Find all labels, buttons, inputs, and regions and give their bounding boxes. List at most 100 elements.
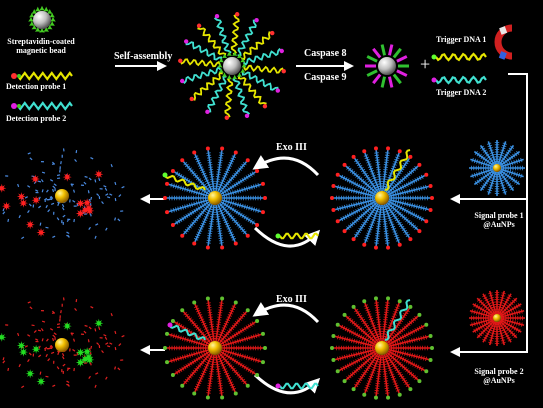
caspase9-label: Caspase 9 bbox=[304, 72, 347, 83]
dna-rung bbox=[486, 155, 492, 159]
dna-rung bbox=[389, 221, 394, 224]
dna-rung bbox=[175, 370, 179, 375]
dna-rung bbox=[490, 332, 496, 335]
dna-rung bbox=[228, 161, 234, 165]
released-fragment bbox=[35, 189, 39, 192]
dna-rung bbox=[350, 203, 353, 208]
dna-rung bbox=[195, 201, 198, 206]
dna-rung bbox=[376, 316, 381, 318]
released-fragment bbox=[105, 342, 109, 345]
released-fragment bbox=[66, 380, 70, 384]
released-fragment bbox=[47, 209, 51, 213]
dna-rung bbox=[203, 216, 209, 219]
dna-rung bbox=[394, 384, 399, 388]
signal-star bbox=[36, 377, 46, 386]
released-fragment bbox=[38, 345, 41, 349]
dna-rung bbox=[225, 210, 230, 215]
dna-rung bbox=[216, 323, 221, 326]
trigger-end bbox=[162, 172, 168, 178]
dna-rung bbox=[225, 203, 229, 208]
dna-rung bbox=[395, 304, 401, 307]
dna-rung bbox=[498, 154, 504, 157]
dna-rung bbox=[186, 165, 191, 170]
dna-rung bbox=[357, 190, 360, 195]
signal-star bbox=[94, 169, 104, 179]
released-fragment bbox=[94, 235, 97, 239]
dna-rung bbox=[508, 169, 511, 175]
dna-rung bbox=[203, 327, 209, 330]
dna-rung bbox=[418, 175, 422, 181]
signal-star bbox=[25, 369, 35, 379]
probe-tip-dot bbox=[245, 233, 250, 238]
dna-rung bbox=[384, 240, 390, 242]
dna-rung bbox=[500, 294, 506, 297]
dna-rung bbox=[340, 366, 344, 372]
dna-rung bbox=[187, 179, 191, 184]
dna-rung bbox=[197, 214, 202, 218]
dna-rung bbox=[199, 212, 203, 216]
probe-end-dot bbox=[178, 58, 183, 64]
dna-rung bbox=[218, 237, 224, 239]
probe-tip-dot bbox=[260, 331, 265, 336]
dna-rung bbox=[210, 366, 215, 368]
dna-rung bbox=[395, 239, 401, 242]
dna-rung bbox=[370, 322, 375, 325]
dna-rung bbox=[201, 353, 205, 358]
detection-probe-strand bbox=[191, 71, 223, 101]
released-fragment bbox=[27, 185, 31, 188]
dna-rung bbox=[187, 212, 191, 217]
dna-rung bbox=[396, 172, 401, 177]
dna-rung bbox=[366, 183, 370, 188]
dna-rung bbox=[354, 309, 359, 313]
dna-rung bbox=[488, 341, 493, 344]
dna-rung bbox=[372, 326, 377, 330]
released-fragment bbox=[88, 326, 92, 330]
signal2-label-line2: @AuNPs bbox=[483, 376, 515, 385]
dna-rung bbox=[218, 309, 223, 311]
dna-rung bbox=[367, 165, 373, 168]
dna-rung bbox=[351, 170, 356, 175]
dna-rung bbox=[207, 235, 212, 237]
dna-rung bbox=[222, 218, 228, 221]
released-fragment bbox=[89, 362, 92, 366]
dna-rung bbox=[479, 325, 483, 330]
bead-label: Streptavidin-coated magnetic bead bbox=[2, 37, 80, 55]
signal-probe-1-aunp bbox=[469, 140, 525, 196]
dna-rung bbox=[243, 215, 247, 220]
streptavidin-mark bbox=[31, 24, 37, 30]
dna-rung bbox=[384, 159, 389, 161]
signal-star bbox=[76, 199, 85, 208]
dna-rung bbox=[348, 362, 352, 367]
dna-rung bbox=[418, 186, 421, 192]
dna-rung bbox=[200, 170, 206, 174]
dna-rung bbox=[215, 180, 220, 183]
dna-rung bbox=[360, 350, 363, 356]
dna-rung bbox=[341, 336, 344, 341]
dna-rung bbox=[374, 152, 379, 154]
dna-rung bbox=[229, 159, 235, 163]
dna-rung bbox=[374, 390, 380, 392]
dna-rung bbox=[374, 240, 380, 242]
dna-rung bbox=[354, 383, 359, 387]
released-fragment bbox=[90, 196, 93, 201]
dna-rung bbox=[382, 366, 387, 368]
dna-rung bbox=[227, 186, 231, 192]
dna-rung bbox=[205, 181, 211, 185]
probe-tip-dot bbox=[165, 181, 170, 186]
dna-rung bbox=[357, 325, 361, 330]
dna-rung bbox=[228, 231, 234, 235]
probe-tip-dot bbox=[335, 172, 340, 177]
dna-rung bbox=[366, 208, 370, 213]
probe-tip-dot bbox=[163, 196, 167, 200]
released-fragment bbox=[94, 328, 97, 332]
dna-rung bbox=[410, 330, 413, 335]
dna-rung bbox=[480, 176, 484, 181]
dna-rung bbox=[202, 175, 208, 178]
dna-rung bbox=[377, 366, 382, 368]
dna-rung bbox=[230, 385, 236, 389]
dna-rung bbox=[191, 210, 195, 215]
probe-tip-dot bbox=[220, 245, 225, 250]
dna-rung bbox=[484, 157, 488, 163]
dna-rung bbox=[247, 173, 251, 179]
released-fragment bbox=[41, 171, 46, 174]
